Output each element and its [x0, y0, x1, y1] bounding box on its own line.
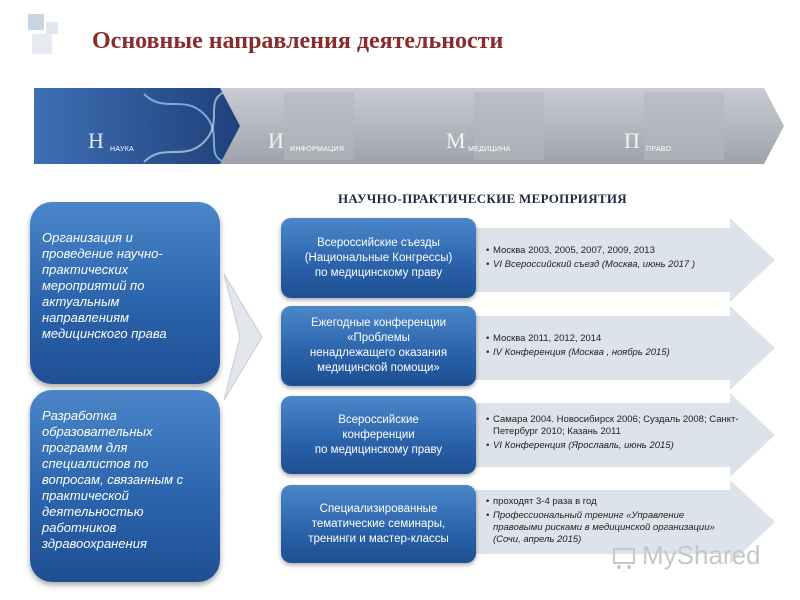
watermark: MyShared	[642, 540, 761, 570]
banner-label: ПРАВО	[646, 146, 672, 153]
activity-line: практической	[42, 488, 129, 503]
event-detail-item: Москва 2011, 2012, 2014	[486, 333, 746, 345]
activity-line: программ для	[42, 440, 128, 455]
banner-letter: М	[446, 128, 466, 153]
watermark-cart-icon	[613, 548, 635, 569]
event-detail-item: проходят 3-4 раза в год	[486, 496, 736, 508]
banner-letter: Н	[88, 128, 104, 153]
event-category-line: Ежегодные конференции	[310, 317, 447, 329]
activity-line: практических	[42, 262, 129, 277]
event-category-line: «Проблемы	[347, 332, 410, 344]
banner-letter: И	[268, 128, 284, 153]
activity-line: образовательных	[42, 424, 153, 439]
decor-square	[32, 34, 52, 54]
page-title: Основные направления деятельности	[92, 28, 504, 54]
activity-line: направлениям	[42, 310, 130, 325]
event-category-line: тематические семинары,	[311, 517, 446, 530]
event-detail-item: Москва 2003, 2005, 2007, 2009, 2013	[486, 245, 746, 257]
event-category-line: медицинской помощи»	[317, 362, 440, 374]
event-detail-item: VI Конференция (Ярославль, июнь 2015)	[486, 440, 748, 452]
activity-line: медицинского права	[42, 326, 167, 341]
activity-line: здравоохранения	[42, 536, 147, 551]
event-details: Самара 2004. Новосибирск 2006; Суздаль 2…	[486, 414, 748, 454]
event-category: Специализированные тематические семинары…	[281, 485, 476, 563]
event-category-line: Специализированные	[319, 502, 438, 515]
event-category-line: по медицинскому праву	[314, 266, 443, 279]
event-detail-item: IV Конференция (Москва , ноябрь 2015)	[486, 347, 746, 359]
event-details: Москва 2003, 2005, 2007, 2009, 2013 VI В…	[486, 245, 746, 273]
activity-line: вопросам, связанным с	[42, 472, 184, 487]
event-category: Ежегодные конференции «Проблемы ненадлеж…	[281, 306, 476, 386]
section-title: НАУЧНО-ПРАКТИЧЕСКИЕ МЕРОПРИЯТИЯ	[338, 191, 627, 206]
event-detail-item: VI Всероссийский съезд (Москва, июнь 201…	[486, 259, 746, 271]
activity-line: деятельностью	[42, 504, 144, 519]
event-category-line: (Национальные Конгрессы)	[304, 251, 453, 264]
event-details: Москва 2011, 2012, 2014 IV Конференция (…	[486, 333, 746, 361]
event-category-line: тренинги и мастер-классы	[308, 532, 449, 545]
activity-line: проведение научно-	[42, 246, 163, 261]
event-category-line: ненадлежащего оказания	[309, 347, 448, 359]
event-category: Всероссийские конференции по медицинском…	[281, 396, 476, 474]
activity-line: работников	[42, 520, 117, 535]
decor-square	[28, 14, 44, 30]
banner-label: МЕДИЦИНА	[468, 146, 511, 153]
event-detail-item: Профессиональный тренинг «Управление пра…	[486, 510, 736, 546]
event-category-line: по медицинскому праву	[314, 443, 443, 456]
activity-line: актуальным	[42, 294, 120, 309]
event-category-line: Всероссийские	[338, 413, 419, 426]
banner-label: ИНФОРМАЦИЯ	[290, 146, 345, 153]
decor-square	[46, 22, 58, 34]
event-detail-item: Самара 2004. Новосибирск 2006; Суздаль 2…	[486, 414, 748, 438]
banner-label: НАУКА	[110, 146, 135, 153]
event-category: Всероссийские съезды (Национальные Конгр…	[281, 218, 476, 298]
activity-box-events: Организация и проведение научно- практич…	[30, 202, 220, 384]
event-details: проходят 3-4 раза в год Профессиональный…	[486, 496, 736, 548]
event-category-line: Всероссийские съезды	[317, 236, 440, 249]
banner-chevrons	[34, 88, 784, 164]
activity-line: специалистов по	[42, 456, 149, 471]
banner: Н НАУКА И ИНФОРМАЦИЯ М МЕДИЦИНА П ПРАВО	[34, 84, 784, 168]
activity-line: мероприятий по	[42, 278, 145, 293]
activity-box-education: Разработка образовательных программ для …	[30, 390, 220, 582]
event-category-line: конференции	[342, 428, 415, 441]
activity-line: Разработка	[42, 408, 117, 423]
banner-letter: П	[624, 128, 640, 153]
activity-line: Организация и	[42, 230, 133, 245]
pointer-arrow-icon	[223, 273, 263, 401]
